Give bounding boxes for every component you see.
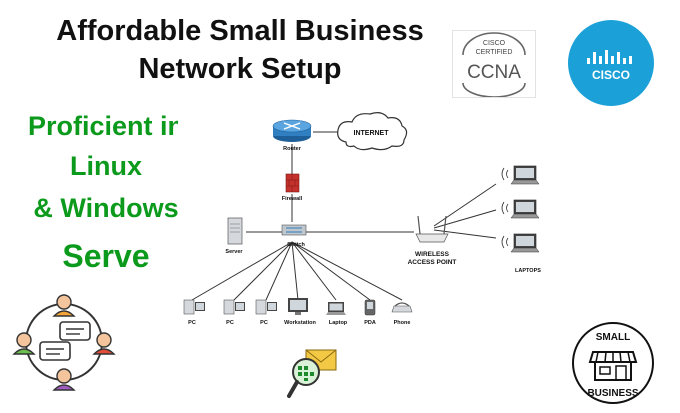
server-label: Server (225, 249, 243, 255)
cisco-logo: CISCO (568, 20, 654, 106)
switch-label: Switch (287, 242, 305, 248)
device-label: PC (226, 320, 234, 326)
device-label: Laptop (329, 320, 348, 326)
small-business-bottom-text: BUSINESS (587, 388, 638, 399)
headline-line-1: Affordable Small Business (56, 15, 424, 47)
skill-linux: Linux (70, 151, 142, 181)
small-business-graphic: SMALL BUSINESS (572, 322, 654, 404)
collaboration-icon (12, 292, 116, 392)
network-diagram-graphic: INTERNET Router Firewall Switch (183, 112, 541, 326)
device-label: PC (188, 320, 196, 326)
person-left-icon (12, 332, 36, 355)
pc-icon (255, 299, 277, 315)
internet-label: INTERNET (354, 130, 390, 137)
email-search-icon (286, 346, 340, 402)
device-label: Workstation (284, 320, 316, 326)
magnifier-icon (287, 358, 320, 398)
cisco-bars-icon (587, 50, 632, 64)
collaboration-graphic (12, 294, 116, 391)
firewall-label: Firewall (282, 196, 303, 202)
headline: Affordable Small Business Network Setup (20, 12, 460, 88)
cisco-logo-text: CISCO (592, 68, 630, 82)
wireless-access-point-icon (415, 215, 449, 243)
headline-line-2: Network Setup (138, 53, 342, 85)
device-label: PDA (364, 320, 376, 326)
laptops-label: LAPTOPS (515, 268, 541, 274)
chat-bubble-icon (39, 341, 71, 361)
server-icon (227, 217, 243, 245)
person-bottom-icon (52, 368, 76, 391)
switch-icon (281, 224, 307, 236)
ccna-badge-graphic: CISCO CERTIFIED CCNA (462, 32, 526, 98)
pc-icon (223, 299, 245, 315)
laptop-icon (501, 233, 540, 253)
router-icon (272, 119, 312, 142)
pc-icon (183, 299, 205, 315)
chat-bubble-icon (59, 321, 91, 341)
person-top-icon (52, 294, 76, 317)
network-diagram: INTERNET Router Firewall Switch (178, 110, 558, 336)
storefront-icon (588, 351, 638, 381)
workstation-icon (288, 298, 308, 315)
router-label: Router (283, 146, 302, 152)
internet-cloud-icon (337, 112, 408, 151)
ccna-arc-icon (462, 32, 526, 56)
small-business-logo: SMALL BUSINESS (566, 318, 660, 408)
laptop-icon (501, 165, 540, 185)
person-right-icon (92, 332, 116, 355)
email-search-graphic (287, 349, 337, 398)
ccna-badge: CISCO CERTIFIED CCNA (452, 30, 536, 98)
skill-serve: Serve (62, 238, 150, 274)
device-label: PC (260, 320, 268, 326)
laptop-icon (501, 199, 540, 219)
device-label: Phone (394, 320, 411, 326)
skill-proficient: Proficient in (27, 111, 184, 141)
phone-icon (391, 302, 413, 313)
small-business-top-text: SMALL (596, 332, 630, 343)
ccna-arc-bottom-icon (462, 82, 526, 98)
ccna-main-text: CCNA (467, 62, 521, 83)
wap-label-line-2: ACCESS POINT (408, 259, 457, 266)
ccna-mid-text: CERTIFIED (476, 49, 513, 56)
laptop-small-icon (326, 302, 346, 315)
wap-label-line-1: WIRELESS (415, 251, 450, 258)
ccna-top-text: CISCO (483, 40, 506, 47)
firewall-icon (285, 173, 300, 193)
network-links (191, 131, 497, 301)
cisco-logo-graphic: CISCO (587, 50, 632, 82)
skill-windows: & Windows (33, 193, 179, 223)
pda-icon (364, 299, 376, 316)
